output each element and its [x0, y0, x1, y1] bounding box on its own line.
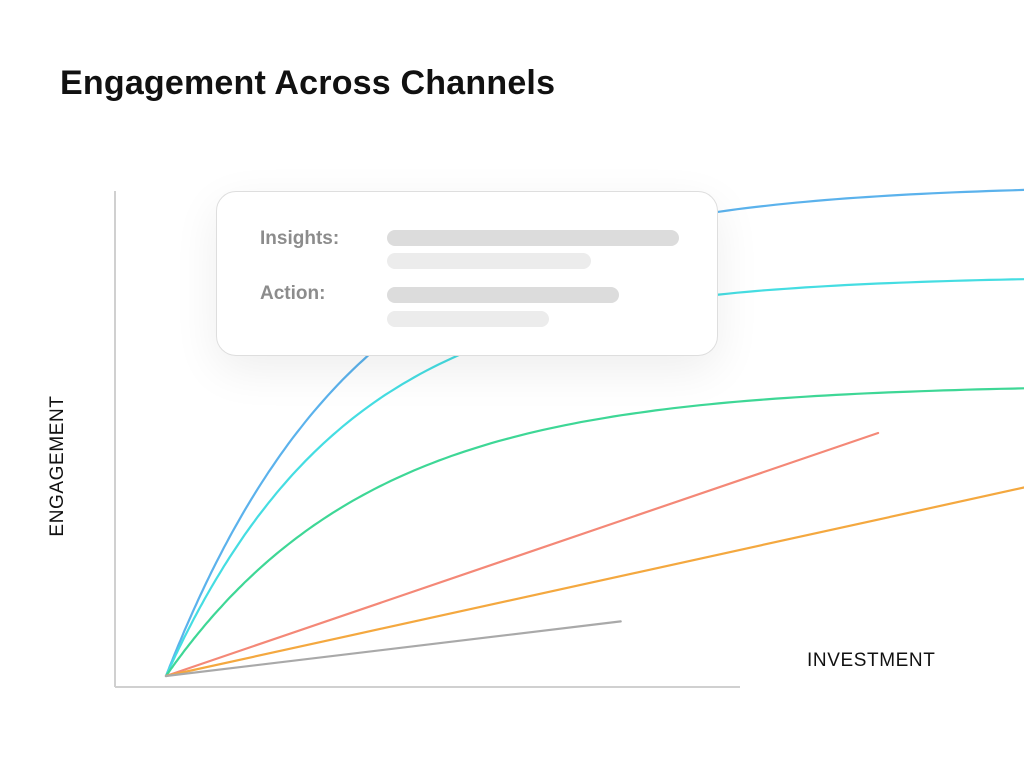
chart-title: Engagement Across Channels [60, 64, 556, 102]
series-line-3 [164, 387, 1024, 678]
insights-label: Insights: [260, 228, 340, 249]
series-line-1 [164, 188, 1024, 678]
insights-callout: Insights: Action: [216, 191, 718, 356]
series-line-4 [164, 431, 880, 678]
series-line-5 [164, 486, 1024, 678]
x-axis-label: INVESTMENT [807, 650, 936, 671]
series-line-2 [164, 278, 1024, 678]
series-group [164, 188, 1024, 678]
series-line-6 [164, 620, 622, 678]
action-label: Action: [260, 283, 326, 304]
insights-placeholder-line-1 [387, 230, 679, 246]
action-placeholder-line-2 [387, 311, 549, 327]
action-placeholder-line-1 [387, 287, 619, 303]
insights-placeholder-line-2 [387, 253, 591, 269]
y-axis-label: ENGAGEMENT [47, 395, 68, 537]
